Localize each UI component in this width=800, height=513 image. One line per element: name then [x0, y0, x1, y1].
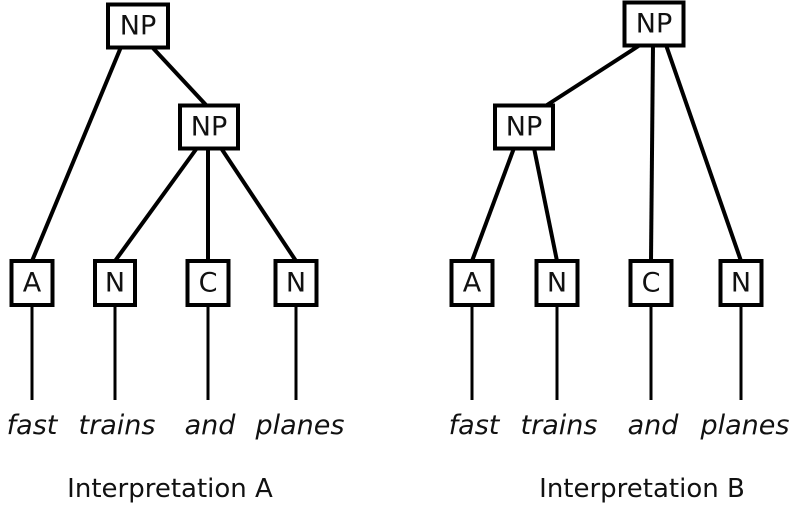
branch-b-np2-to-b-leaf-n1 [532, 147, 559, 262]
node-a-leaf-a: A [9, 259, 55, 307]
node-b-leaf-a: A [449, 259, 495, 307]
node-box-b-np2 [493, 103, 555, 151]
node-label-b-np2: NP [506, 112, 542, 143]
node-box-b-leaf-c [628, 259, 674, 307]
node-a-root-np: NP [106, 2, 170, 50]
caption-interpretation-b: Interpretation B [539, 474, 745, 504]
node-label-a-leaf-n2: N [286, 268, 306, 299]
node-b-leaf-c: C [628, 259, 674, 307]
word-b-word-trains: trains [521, 410, 598, 441]
node-box-a-leaf-a [9, 259, 55, 307]
caption-interpretation-a: Interpretation A [67, 474, 273, 504]
branch-b-np2-to-b-leaf-a [470, 147, 516, 262]
node-box-a-leaf-n1 [93, 259, 137, 307]
word-a-word-and: and [185, 410, 237, 441]
node-b-leaf-n1: N [534, 259, 580, 307]
node-a-leaf-c: C [185, 259, 231, 307]
word-a-word-trains: trains [79, 410, 156, 441]
node-label-b-leaf-n1: N [547, 268, 567, 299]
node-box-b-leaf-n2 [718, 259, 764, 307]
node-label-a-root-np: NP [120, 11, 156, 42]
node-box-b-leaf-n1 [534, 259, 580, 307]
node-label-b-leaf-a: A [463, 268, 482, 299]
branch-b-root-np-to-b-np2 [545, 43, 642, 107]
node-b-leaf-n2: N [718, 259, 764, 307]
branch-a-root-np-to-a-np2 [150, 45, 208, 107]
node-label-a-np2: NP [191, 112, 227, 143]
node-box-a-np2 [178, 103, 240, 151]
word-a-word-fast: fast [7, 410, 59, 441]
branch-a-np2-to-a-leaf-n2 [219, 146, 298, 263]
branch-a-root-np-to-a-leaf-a [30, 46, 123, 262]
word-b-word-planes: planes [700, 410, 790, 441]
node-label-b-root-np: NP [636, 9, 672, 40]
branch-b-root-np-to-b-leaf-n2 [664, 44, 743, 262]
node-a-leaf-n1: N [93, 259, 137, 307]
node-box-a-leaf-n2 [273, 259, 319, 307]
node-box-a-root-np [106, 2, 170, 50]
node-box-b-leaf-a [449, 259, 495, 307]
node-b-np2: NP [493, 103, 555, 151]
node-label-a-leaf-a: A [23, 268, 42, 299]
node-box-b-root-np [622, 0, 686, 48]
branch-b-root-np-to-b-leaf-c [649, 44, 655, 262]
node-box-a-leaf-c [185, 259, 231, 307]
node-b-root-np: NP [622, 0, 686, 48]
node-label-b-leaf-n2: N [731, 268, 751, 299]
node-a-np2: NP [178, 103, 240, 151]
node-a-leaf-n2: N [273, 259, 319, 307]
branch-a-np2-to-a-leaf-n1 [113, 146, 199, 263]
node-label-a-leaf-c: C [199, 268, 218, 299]
node-label-a-leaf-n1: N [105, 268, 125, 299]
word-a-word-planes: planes [255, 410, 345, 441]
node-label-b-leaf-c: C [642, 268, 661, 299]
word-b-word-and: and [628, 410, 680, 441]
word-b-word-fast: fast [449, 410, 501, 441]
